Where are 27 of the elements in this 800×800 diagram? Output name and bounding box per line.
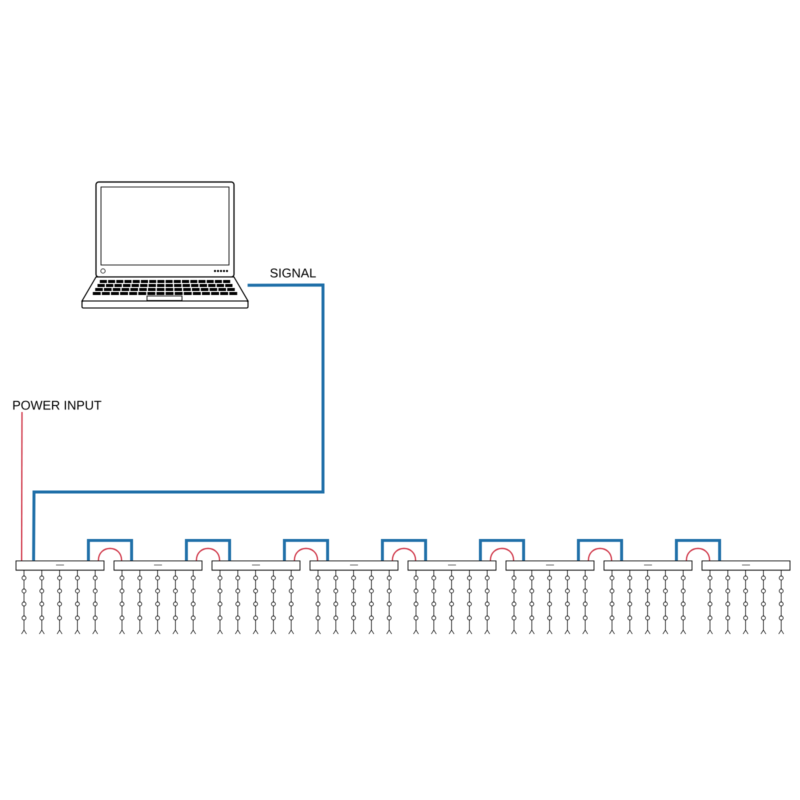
- cable: [674, 538, 722, 560]
- cable: [184, 538, 232, 560]
- cable: [196, 548, 220, 561]
- cable: [588, 548, 612, 561]
- node-label: POWER INPUT: [13, 400, 102, 410]
- controller-bar: [604, 560, 692, 571]
- controller-bar: [16, 560, 104, 571]
- cable: [282, 538, 330, 560]
- cable: [392, 548, 416, 561]
- controller-bar: [702, 560, 790, 571]
- cable: [478, 538, 526, 560]
- cable: [380, 538, 428, 560]
- controller-bar: [408, 560, 496, 571]
- cable: [294, 548, 318, 561]
- cable: [86, 538, 134, 560]
- cable: [576, 538, 624, 560]
- cable: [98, 548, 122, 561]
- controller-bar: [114, 560, 202, 571]
- controller-bar: [310, 560, 398, 571]
- controller-bar: [212, 560, 300, 571]
- cable: [686, 548, 710, 561]
- cable: [490, 548, 514, 561]
- laptop-drawing: [81, 181, 249, 309]
- edge-label: SIGNAL: [268, 267, 318, 279]
- cable: [20, 412, 23, 560]
- cable: [32, 284, 324, 560]
- controller-bar: [506, 560, 594, 571]
